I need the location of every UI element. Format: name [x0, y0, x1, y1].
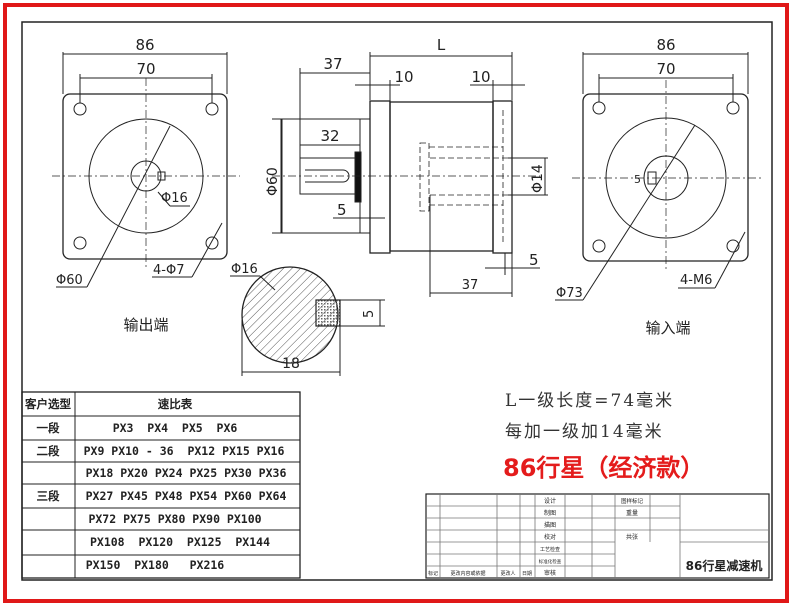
- dim-circle-input: Φ73: [556, 286, 583, 301]
- input-end-view: [555, 52, 762, 301]
- signoff-label: 审核: [544, 569, 556, 577]
- red-frame: [3, 3, 789, 603]
- right-label: 共张: [626, 533, 638, 541]
- dim-section-key: 5: [362, 310, 377, 318]
- table-ratios: PX108 PX120 PX125 PX144: [90, 535, 270, 549]
- revision-label: 更改人: [500, 570, 515, 577]
- key-section-view: [230, 266, 385, 376]
- dim-flange-left: 10: [394, 68, 413, 86]
- drawing-title: 86行星减速机: [686, 558, 763, 573]
- dim-holes-output: 4-Φ7: [153, 263, 184, 278]
- table-ratios: PX27 PX45 PX48 PX54 PX60 PX64: [86, 489, 287, 503]
- output-end-view: [52, 52, 240, 288]
- dim-bore: Φ14: [530, 164, 546, 193]
- signoff-label: 制图: [544, 509, 556, 517]
- dim-86-left: 86: [135, 36, 154, 54]
- dim-pilot: Φ60: [265, 167, 281, 196]
- product-title: 86行星（经济款）: [503, 454, 705, 482]
- dim-shaft-ext: 37: [323, 55, 342, 73]
- table-ratios: PX18 PX20 PX24 PX25 PX30 PX36: [86, 466, 287, 480]
- label-input-end: 输入端: [645, 319, 690, 337]
- table-stage: 三段: [37, 489, 60, 503]
- right-label: 重量: [626, 509, 638, 517]
- note-increment: 每加一级加14毫米: [505, 422, 664, 442]
- dim-gap-right: 5: [529, 251, 539, 269]
- dim-key-input: 5: [634, 173, 641, 186]
- label-output-end: 输出端: [123, 316, 168, 334]
- dim-holes-input: 4-M6: [680, 273, 712, 288]
- dim-70-right: 70: [656, 60, 675, 78]
- dim-70-left: 70: [136, 60, 155, 78]
- table-ratios: PX150 PX180 PX216: [86, 558, 225, 572]
- signoff-label: 设计: [544, 497, 556, 505]
- title-block: [425, 493, 770, 579]
- dim-bore-depth: 37: [462, 278, 479, 293]
- ratio-table: [21, 391, 301, 579]
- side-view: [272, 52, 548, 297]
- table-ratios: PX72 PX75 PX80 PX90 PX100: [88, 512, 261, 526]
- signoff-label: 描图: [544, 521, 556, 529]
- signoff-label: 标准化检查: [539, 558, 562, 565]
- dim-circle-output: Φ60: [56, 273, 83, 288]
- note-length: L一级长度=74毫米: [505, 391, 675, 411]
- dim-86-right: 86: [656, 36, 675, 54]
- revision-label: 更改内容或依据: [450, 570, 485, 577]
- drawing-border: [21, 21, 773, 581]
- revision-label: 日期: [522, 571, 532, 577]
- table-stage: 一段: [37, 421, 60, 435]
- dim-length-L: L: [437, 36, 446, 54]
- signoff-label: 校对: [544, 533, 556, 541]
- dim-section-diameter: Φ16: [231, 262, 258, 277]
- dim-section-width: 18: [282, 356, 300, 372]
- dim-gap-left: 5: [337, 201, 347, 219]
- dim-flange-right: 10: [471, 68, 490, 86]
- revision-label: 标记: [428, 570, 438, 577]
- table-ratios: PX3 PX4 PX5 PX6: [113, 421, 238, 435]
- dim-shaft-len: 32: [320, 127, 339, 145]
- dim-shaft-output: Φ16: [161, 191, 188, 206]
- table-header-ratio: 速比表: [158, 397, 193, 411]
- table-ratios: PX9 PX10 - 36 PX12 PX15 PX16: [84, 444, 285, 458]
- table-stage: 二段: [37, 444, 60, 458]
- signoff-label: 工艺检查: [540, 546, 560, 553]
- right-label: 图样标记: [621, 497, 644, 505]
- table-header-model: 客户选型: [24, 397, 71, 411]
